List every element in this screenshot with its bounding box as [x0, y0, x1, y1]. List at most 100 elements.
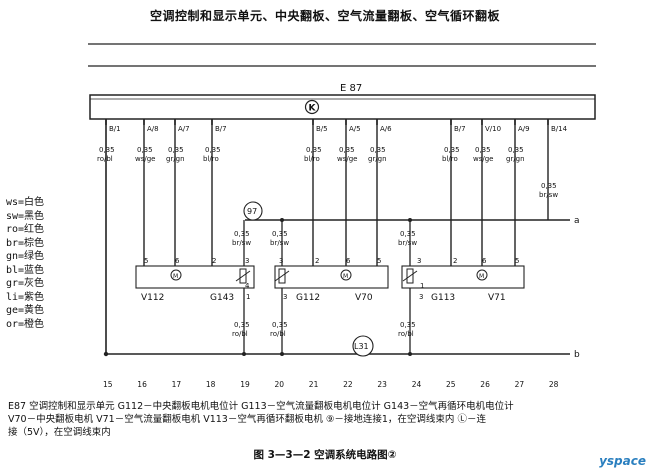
potentiometer-g113: [402, 268, 418, 284]
figure-title: 图 3—3—2 空调系统电路图②: [253, 449, 397, 461]
track-number: 18: [206, 380, 216, 389]
circuit-diagram: E 87 K B/10,35ro/blA/80,35ws/geA/70,35gr…: [88, 43, 596, 389]
lower-wire-gauge: 0,35: [234, 321, 250, 329]
component-box-2: [274, 265, 389, 289]
legend-item: gn=绿色: [6, 251, 45, 262]
svg-text:3: 3: [279, 257, 283, 265]
k-symbol-text: K: [309, 104, 317, 114]
wire-gauge: 0,35: [475, 146, 491, 154]
bus-label: E 87: [340, 83, 362, 94]
svg-text:5: 5: [377, 257, 381, 265]
svg-text:2: 2: [315, 257, 319, 265]
site-logo: yspace: [599, 454, 646, 468]
legend-item: ro=红色: [6, 224, 45, 235]
lower-wire-labels: 0,35br/sw0,35br/sw0,35br/sw0,35ro/bl0,35…: [232, 230, 417, 338]
lower-wire-gauge: 0,35: [234, 230, 250, 238]
potentiometer-g143: [235, 268, 251, 284]
wire-gauge: 0,35: [370, 146, 386, 154]
pin-label: A/9: [518, 125, 530, 133]
pin-3: A/70,35gr/gn: [166, 119, 190, 266]
lower-wire-color: ro/bl: [232, 330, 248, 338]
track-number: 26: [480, 380, 490, 389]
motor-v71: M: [476, 269, 488, 281]
svg-text:1: 1: [420, 282, 424, 290]
lower-wire-color: ro/bl: [398, 330, 414, 338]
pin-label: A/7: [178, 125, 190, 133]
wire-gauge: 0,35: [306, 146, 322, 154]
svg-text:M: M: [479, 273, 484, 280]
color-legend: ws=白色 sw=黑色 ro=红色 br=棕色 gn=绿色 bl=蓝色 gr=灰…: [6, 196, 44, 331]
pin-label: B/14: [551, 125, 568, 133]
wire-gauge: 0,35: [444, 146, 460, 154]
wire-color: bl/ro: [203, 155, 219, 163]
track-number: 17: [172, 380, 182, 389]
connector-l31-label: L31: [354, 342, 369, 351]
lower-wire-gauge: 0,35: [272, 230, 288, 238]
lower-wire-color: br/sw: [232, 239, 251, 247]
track-number: 24: [412, 380, 422, 389]
caption-line-1: E87 空调控制和显示单元 G112－中央翻板电机电位计 G113－空气流量翻板…: [8, 401, 514, 412]
pin-label: B/7: [215, 125, 227, 133]
ground-b-label: b: [574, 350, 580, 360]
track-number: 19: [240, 380, 250, 389]
lower-wire-gauge: 0,35: [272, 321, 288, 329]
pin-label: B/7: [454, 125, 466, 133]
svg-text:2: 2: [453, 257, 457, 265]
lower-wire-gauge: 0,35: [400, 321, 416, 329]
label-v71: V71: [488, 293, 506, 303]
label-g112: G112: [296, 293, 320, 303]
track-number: 22: [343, 380, 353, 389]
component-box-3: [401, 265, 525, 289]
wire-color: ws/ge: [135, 155, 155, 163]
motor-v70: M: [340, 269, 352, 281]
pin-label: A/6: [380, 125, 392, 133]
wire-color: bl/ro: [304, 155, 320, 163]
pin-label: V/10: [485, 125, 501, 133]
page-title: 空调控制和显示单元、中央翻板、空气流量翻板、空气循环翻板: [149, 9, 500, 23]
wire-color: bl/ro: [442, 155, 458, 163]
svg-text:6: 6: [175, 257, 180, 265]
svg-text:3: 3: [283, 293, 287, 301]
track-number: 16: [137, 380, 147, 389]
svg-text:6: 6: [482, 257, 487, 265]
legend-item: ws=白色: [6, 197, 45, 208]
caption-line-3: 接（5V），在空调线束内: [8, 427, 111, 438]
label-g143: G143: [210, 293, 234, 303]
legend-item: li=紫色: [6, 291, 45, 303]
track-number: 27: [515, 380, 525, 389]
motor-v112: M: [170, 269, 182, 281]
pin-label: B/1: [109, 125, 121, 133]
legend-item: gr=灰色: [6, 278, 45, 289]
label-g113: G113: [431, 293, 455, 303]
legend-item: or=橙色: [6, 318, 45, 330]
wire-color: ws/ge: [473, 155, 493, 163]
track-number: 25: [446, 380, 456, 389]
legend-item: sw=黑色: [6, 210, 45, 222]
label-v112: V112: [141, 293, 164, 303]
svg-text:6: 6: [346, 257, 351, 265]
legend-item: bl=蓝色: [6, 264, 45, 276]
wire-color: ro/bl: [97, 155, 113, 163]
svg-text:2: 2: [212, 257, 216, 265]
component-box-1: [135, 265, 255, 289]
caption: E87 空调控制和显示单元 G112－中央翻板电机电位计 G113－空气流量翻板…: [8, 400, 648, 439]
wire-color: ws/ge: [337, 155, 357, 163]
wire-gauge: 0,35: [541, 182, 557, 190]
svg-text:4: 4: [245, 282, 250, 290]
svg-text:M: M: [173, 273, 178, 280]
pin-label: A/5: [349, 125, 361, 133]
potentiometer-g112: [274, 268, 290, 284]
svg-text:M: M: [343, 273, 348, 280]
pin-10: A/90,35gr/gn: [506, 119, 530, 266]
lower-wire-gauge: 0,35: [400, 230, 416, 238]
track-number: 23: [377, 380, 387, 389]
svg-text:1: 1: [246, 293, 250, 301]
connector-97-label: 97: [247, 207, 257, 216]
